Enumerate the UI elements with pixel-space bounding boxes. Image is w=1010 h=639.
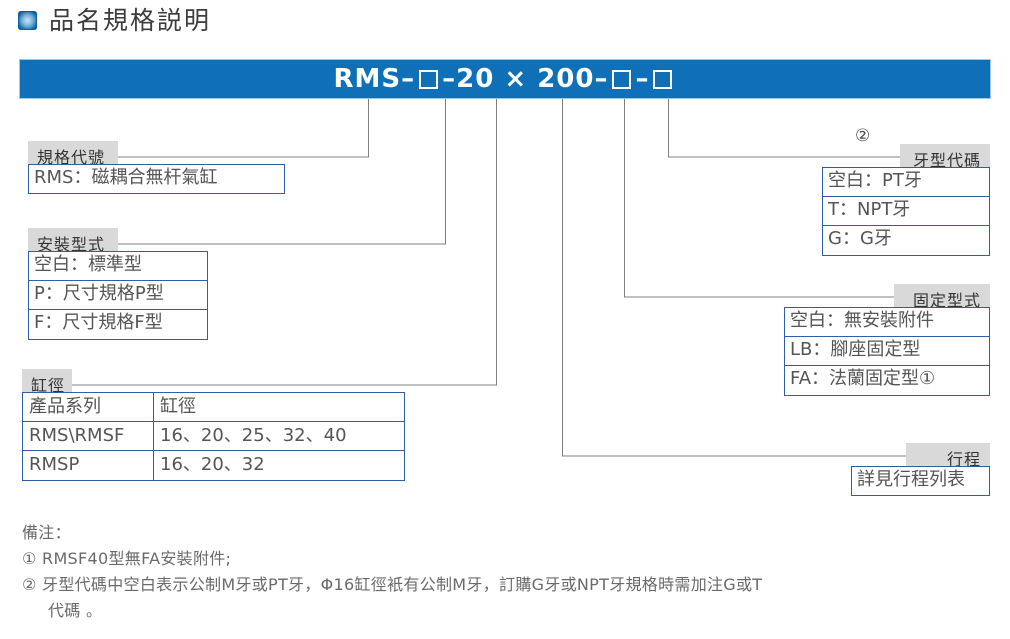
mounting-type-row: 空白：標準型 [29,252,207,281]
product-code: RMS– –20 × 200– – [334,64,677,94]
code-segment-prefix: RMS– [333,64,416,94]
code-placeholder-fixing [612,69,632,89]
bore-header-bore: 缸徑 [153,391,405,423]
table-row-header: 產品系列 缸徑 [22,391,405,423]
code-placeholder-mounting [419,69,439,89]
table-row: RMSP 16、20、32 [22,450,405,481]
note-item-2: ② 牙型代碼中空白表示公制M牙或PT牙，Φ16缸徑衹有公制M牙，訂購G牙或NPT… [22,574,763,594]
page-header: 品名規格説明 [18,8,211,33]
notes-block: 備注： ① RMSF40型無FA安裝附件; ② 牙型代碼中空白表示公制M牙或PT… [22,520,982,624]
table-bore: 產品系列 缸徑 RMS\RMSF 16、20、25、32、40 RMSP 16、… [22,391,405,481]
box-fixing-type: 空白：無安裝附件 LB：腳座固定型 FA：法蘭固定型① [784,307,990,396]
mounting-type-row: P：尺寸規格P型 [29,281,207,310]
product-code-banner: RMS– –20 × 200– – [19,59,991,99]
code-placeholder-thread [653,69,673,89]
note-marker-2-thread: ② [855,126,871,146]
mounting-type-row: F：尺寸規格F型 [34,311,163,333]
box-mounting-type: 空白：標準型 P：尺寸規格P型 F：尺寸規格F型 [28,251,208,340]
note-item-2-cont: 代碼 。 [48,600,103,620]
fixing-type-row: LB：腳座固定型 [785,337,989,366]
blue-square-bullet-icon [18,11,37,30]
spec-code-row: RMS：磁耦合無杆氣缸 [34,167,218,188]
leader-bore [72,99,498,386]
table-row: RMS\RMSF 16、20、25、32、40 [22,421,405,452]
page-title: 品名規格説明 [49,6,212,35]
bore-series-value: RMSP [22,450,154,481]
box-spec-code: RMS：磁耦合無杆氣缸 [28,164,285,194]
box-stroke: 詳見行程列表 [851,466,990,496]
bore-header-series: 產品系列 [22,391,154,423]
code-segment-dash: – [635,64,650,94]
fixing-type-row: FA：法蘭固定型① [790,367,936,389]
box-thread-code: 空白：PT牙 T：NPT牙 G：G牙 [822,167,990,256]
bore-sizes-value: 16、20、32 [153,450,405,481]
thread-code-row: 空白：PT牙 [823,168,989,197]
code-segment-bore-stroke: –20 × 200– [442,64,609,94]
note-item-1: ① RMSF40型無FA安裝附件; [22,548,232,568]
fixing-type-row: 空白：無安裝附件 [785,308,989,337]
stroke-row: 詳見行程列表 [857,469,965,490]
bore-sizes-value: 16、20、25、32、40 [153,421,405,452]
thread-code-row: T：NPT牙 [823,197,989,226]
leader-stroke [561,99,906,457]
notes-title: 備注： [22,523,71,542]
bore-series-value: RMS\RMSF [22,421,154,452]
leader-spec-code [118,99,370,158]
thread-code-row: G：G牙 [828,227,892,249]
